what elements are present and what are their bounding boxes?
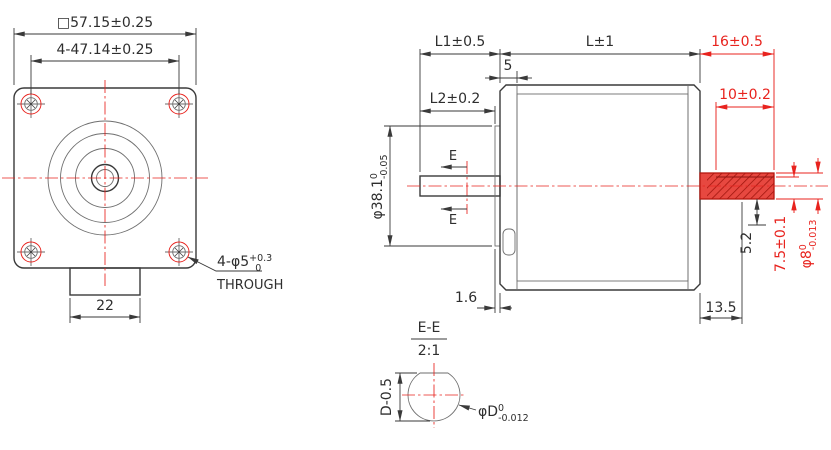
- dim-hole-note: THROUGH: [216, 278, 283, 293]
- dim-section-diameter: φD0-0.012: [478, 403, 529, 424]
- connector-slot: [502, 228, 516, 256]
- side-dimensions: [384, 49, 766, 324]
- dim-flat-height: 7.5±0.1: [773, 216, 789, 272]
- motor-body: [499, 84, 701, 291]
- mounting-hole-bottom-right: [165, 238, 193, 266]
- dim-connector-width: 22: [96, 298, 114, 314]
- front-centerlines: [2, 80, 208, 286]
- dim-rear-length: 13.5: [705, 300, 736, 316]
- mounting-hole-bottom-left: [17, 238, 45, 266]
- dim-shaft-length: 16±0.5: [711, 34, 763, 50]
- side-dimensions-red: [699, 49, 823, 214]
- dim-flat-length: 10±0.2: [719, 87, 771, 103]
- dim-pilot-diameter: φ38.10-0.05: [369, 154, 390, 219]
- section-label-bottom: E: [449, 213, 457, 228]
- section-dimensions: [395, 372, 477, 422]
- dim-l1: L1±0.5: [435, 34, 486, 50]
- section-scale: 2:1: [418, 343, 441, 359]
- mounting-hole-top-left: [17, 90, 45, 118]
- dim-frame-size: □57.15±0.25: [57, 15, 153, 31]
- mounting-hole-top-right: [165, 90, 193, 118]
- dim-shaft-diameter: φ80-0.013: [798, 220, 819, 269]
- dim-boss-step: 5: [504, 58, 513, 74]
- front-dimensions: [13, 28, 262, 323]
- dim-body-length: L±1: [586, 34, 614, 50]
- dim-boss-thickness: 1.6: [455, 290, 477, 306]
- section-view: E-E 2:1 D-0.5 φD0-0.012: [379, 320, 529, 428]
- dim-l2: L2±0.2: [430, 91, 481, 107]
- dim-bolt-pitch: 4-47.14±0.25: [57, 42, 154, 58]
- stator-stack: [516, 93, 689, 282]
- dim-key-height: 5.2: [739, 232, 755, 254]
- side-view: L1±0.5 L±1 16±0.5 5 L2±0.2 10±0.2 φ38.10…: [369, 34, 828, 324]
- section-title: E-E: [418, 320, 441, 336]
- section-label-top: E: [449, 149, 457, 164]
- dim-section-flat: D-0.5: [379, 378, 395, 416]
